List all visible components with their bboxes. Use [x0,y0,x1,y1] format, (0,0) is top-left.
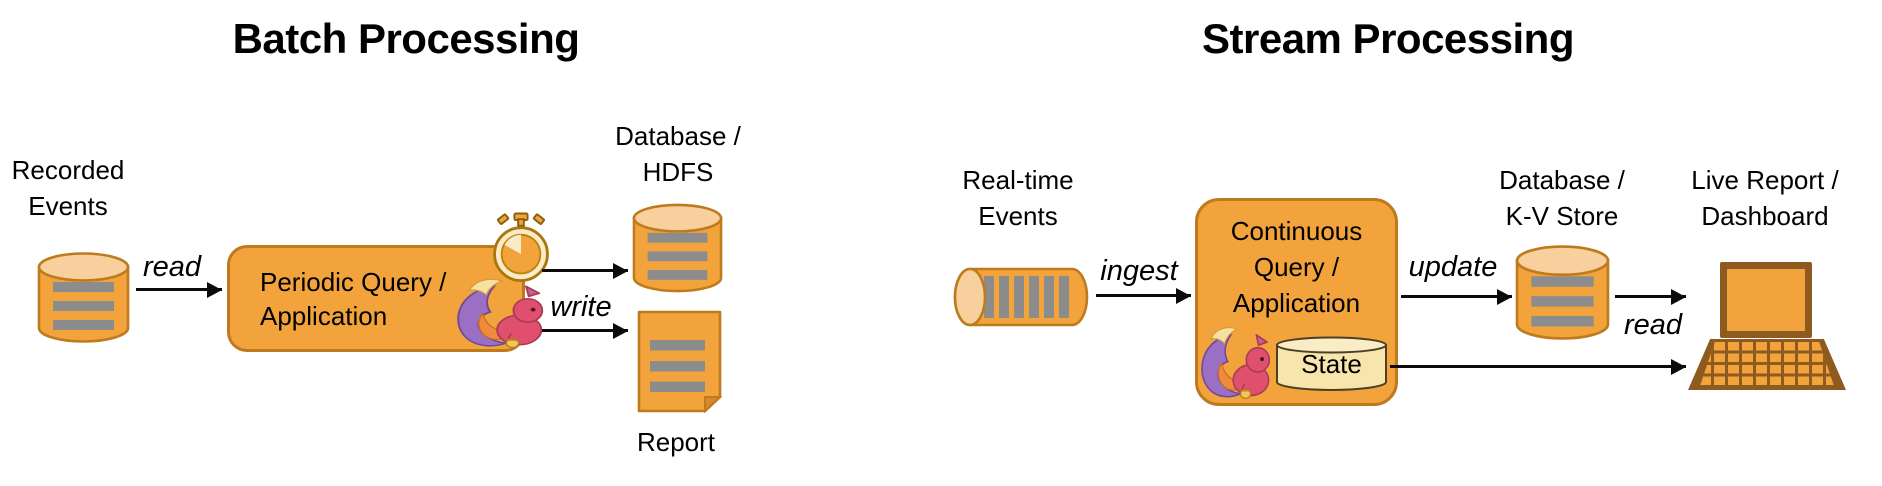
laptop-screen [1720,262,1812,338]
database-hdfs-cylinder-icon [632,203,723,293]
realtime-events-label: Real-time Events [962,165,1074,231]
recorded-events-cylinder-icon [37,252,130,343]
read-arrow [136,288,222,291]
state-read-arrow [1390,365,1686,368]
stream-title: Stream Processing [1201,15,1575,62]
report-document-icon [637,310,722,413]
ingest-label: ingest [1100,255,1178,287]
laptop-icon [1688,262,1846,390]
database-kv-label: Database / K-V Store [1499,165,1625,231]
live-report-label: Live Report / Dashboard [1691,165,1839,231]
event-stream-pipe-icon [950,266,1092,328]
db-read-arrow [1615,295,1686,298]
database-kv-cylinder-icon [1515,245,1610,340]
update-arrow [1401,295,1512,298]
laptop-keyboard [1688,339,1846,390]
read-label: read [142,251,202,283]
continuous-query-label: Continuous Query / Application [1230,216,1363,318]
batch-title: Batch Processing [232,15,580,62]
read-label: read [1623,309,1683,341]
database-hdfs-label: Database / HDFS [615,121,741,187]
state-label: State [1301,349,1362,379]
stopwatch-icon [487,211,555,284]
write-arrow-bottom [542,329,628,332]
state-cylinder: State [1275,336,1388,392]
recorded-events-label: Recorded Events [11,155,125,221]
periodic-query-label: Periodic Query / Application [260,266,447,331]
flink-squirrel-icon [1197,321,1274,402]
flink-squirrel-icon [452,273,548,351]
write-arrow-top [542,269,628,272]
ingest-arrow [1096,294,1191,297]
laptop-keys [1700,342,1834,386]
write-label: write [550,291,612,323]
report-label: Report [636,427,716,457]
update-label: update [1408,251,1498,283]
